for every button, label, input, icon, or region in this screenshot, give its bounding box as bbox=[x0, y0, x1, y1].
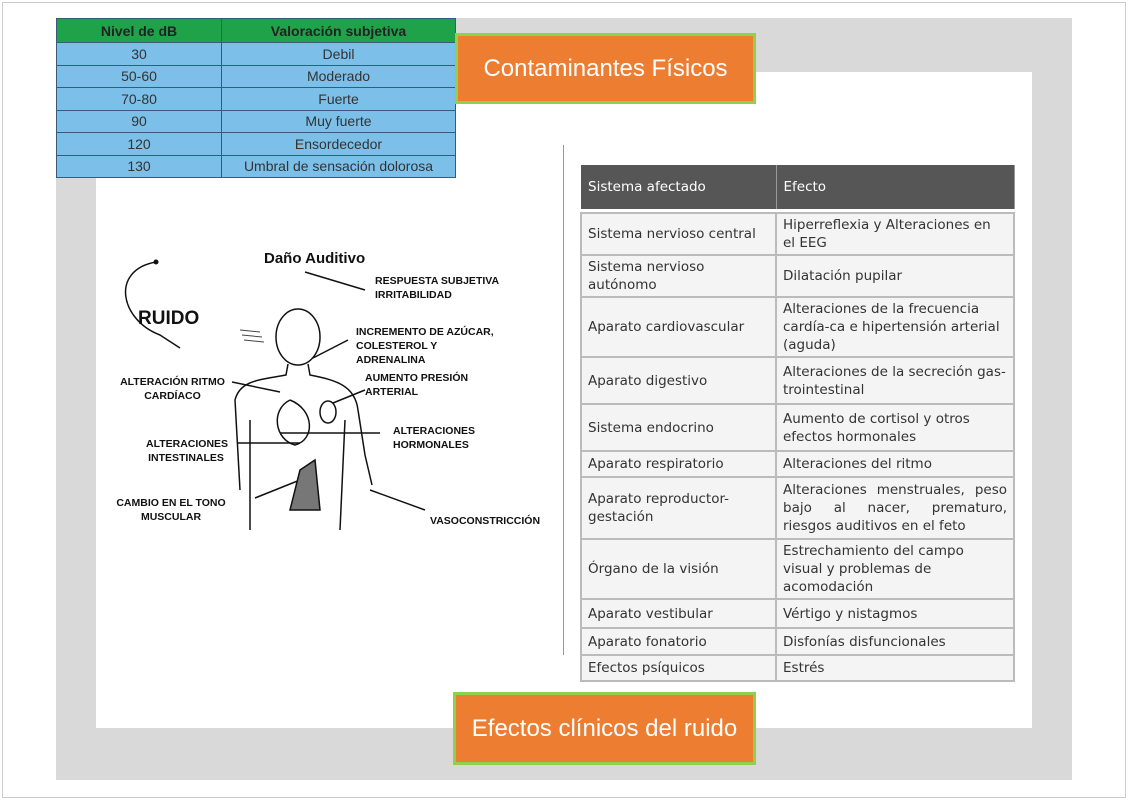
diagram-label: RESPUESTA SUBJETIVA IRRITABILIDAD bbox=[375, 275, 499, 301]
diagram-label: ALTERACIÓN RITMO CARDÍACO bbox=[120, 376, 225, 402]
cell: Estrechamiento del campo visual y proble… bbox=[775, 538, 1015, 600]
cell: Aparato fonatorio bbox=[580, 627, 777, 656]
diagram-label: AUMENTO PRESIÓN ARTERIAL bbox=[365, 372, 469, 398]
cell: 130 bbox=[56, 154, 222, 178]
cell: Aparato digestivo bbox=[580, 356, 777, 405]
col-header: Efecto bbox=[776, 165, 1015, 209]
cell: Disfonías disfuncionales bbox=[775, 627, 1015, 656]
cell: Alteraciones de la frecuencia cardía-ca … bbox=[775, 296, 1015, 358]
cell: Órgano de la visión bbox=[580, 538, 777, 600]
divider bbox=[563, 145, 564, 655]
cell: Alteraciones de la secreción gas-trointe… bbox=[775, 356, 1015, 405]
col-header: Nivel de dB bbox=[56, 18, 222, 43]
cell: Aparato cardiovascular bbox=[580, 296, 777, 358]
title-label: Contaminantes Físicos bbox=[455, 33, 756, 104]
cell: Efectos psíquicos bbox=[580, 654, 777, 682]
cell: 90 bbox=[56, 109, 222, 133]
cell: 70-80 bbox=[56, 87, 222, 111]
cell: 50-60 bbox=[56, 64, 222, 88]
diagram-label: CAMBIO EN EL TONO MUSCULAR bbox=[116, 497, 226, 523]
cell: Dilatación pupilar bbox=[775, 254, 1015, 298]
ruido-label: RUIDO bbox=[138, 308, 200, 329]
cell: Muy fuerte bbox=[221, 109, 456, 133]
cell: Debil bbox=[221, 42, 456, 66]
cell: Vértigo y nistagmos bbox=[775, 598, 1015, 629]
cell: Sistema nervioso central bbox=[580, 212, 777, 256]
cell: Umbral de sensación dolorosa bbox=[221, 154, 456, 178]
subtitle-label: Efectos clínicos del ruido bbox=[453, 692, 756, 765]
cell: Hiperreflexia y Alteraciones en el EEG bbox=[775, 212, 1015, 256]
diagram-label: ALTERACIONES INTESTINALES bbox=[146, 438, 229, 464]
cell: Estrés bbox=[775, 654, 1015, 682]
cell: Aparato respiratorio bbox=[580, 450, 777, 478]
cell: Moderado bbox=[221, 64, 456, 88]
cell: Aparato vestibular bbox=[580, 598, 777, 629]
cell: Sistema endocrino bbox=[580, 403, 777, 452]
col-header: Valoración subjetiva bbox=[221, 18, 456, 43]
cell: Fuerte bbox=[221, 87, 456, 111]
human-body-illustration bbox=[125, 259, 426, 531]
cell: 120 bbox=[56, 132, 222, 156]
diagram-label: VASOCONSTRICCIÓN bbox=[430, 515, 541, 527]
cell: Alteraciones del ritmo bbox=[775, 450, 1015, 478]
diagram-label: INCREMENTO DE AZÚCAR, COLESTEROL Y ADREN… bbox=[356, 326, 494, 366]
cell: Sistema nervioso autónomo bbox=[580, 254, 777, 298]
cell: Aumento de cortisol y otros efectos horm… bbox=[775, 403, 1015, 452]
cell: Ensordecedor bbox=[221, 132, 456, 156]
cell: Aparato reproductor-gestación bbox=[580, 476, 777, 540]
cell: 30 bbox=[56, 42, 222, 66]
cell: Alteraciones menstruales, peso bajo al n… bbox=[775, 476, 1015, 540]
diagram-label: ALTERACIONES HORMONALES bbox=[393, 425, 476, 451]
col-header: Sistema afectado bbox=[581, 165, 777, 209]
dano-auditivo-label: Daño Auditivo bbox=[264, 250, 366, 267]
